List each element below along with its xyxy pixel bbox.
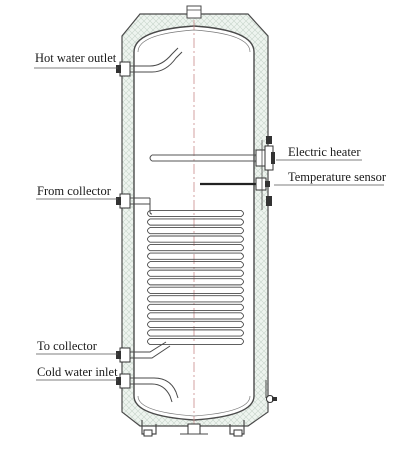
- coil-turn: [147, 278, 244, 286]
- electric-heater: [149, 145, 275, 171]
- hot-water-outlet-pipe: [116, 47, 183, 77]
- coil-turn: [147, 235, 244, 243]
- top-fitting: [186, 5, 202, 19]
- label-cold-water-inlet: Cold water inlet: [37, 365, 118, 379]
- label-temperature-sensor: Temperature sensor: [288, 170, 387, 184]
- coil-turn: [147, 329, 244, 337]
- coil-turn: [147, 312, 244, 320]
- coil-turn: [147, 227, 244, 235]
- label-to-collector: To collector: [37, 339, 98, 353]
- coil-turn: [147, 286, 244, 294]
- coil-turn: [147, 244, 244, 252]
- tank-feet: [141, 420, 245, 437]
- label-hot-water-outlet: Hot water outlet: [35, 51, 117, 65]
- coil-turn: [147, 218, 244, 226]
- drain-valve: [265, 380, 277, 403]
- leader-lines: [34, 67, 384, 381]
- right-top-fitting: [266, 136, 272, 144]
- coil-turn: [147, 320, 244, 328]
- right-mid-fitting: [266, 196, 272, 206]
- cold-water-inlet-pipe: [116, 373, 179, 403]
- coil-turn: [147, 337, 244, 346]
- coil-turn: [147, 295, 244, 303]
- coil-turn: [147, 252, 244, 260]
- heat-exchanger-coil: [147, 209, 244, 346]
- coil-turn: [147, 269, 244, 277]
- temperature-sensor: [200, 177, 270, 191]
- coil-turn: [147, 261, 244, 269]
- from-collector-fitting: [116, 193, 153, 215]
- to-collector-fitting: [116, 341, 171, 363]
- coil-turn: [147, 303, 244, 311]
- label-electric-heater: Electric heater: [288, 145, 361, 159]
- label-from-collector: From collector: [37, 184, 112, 198]
- coil-turn: [147, 209, 244, 218]
